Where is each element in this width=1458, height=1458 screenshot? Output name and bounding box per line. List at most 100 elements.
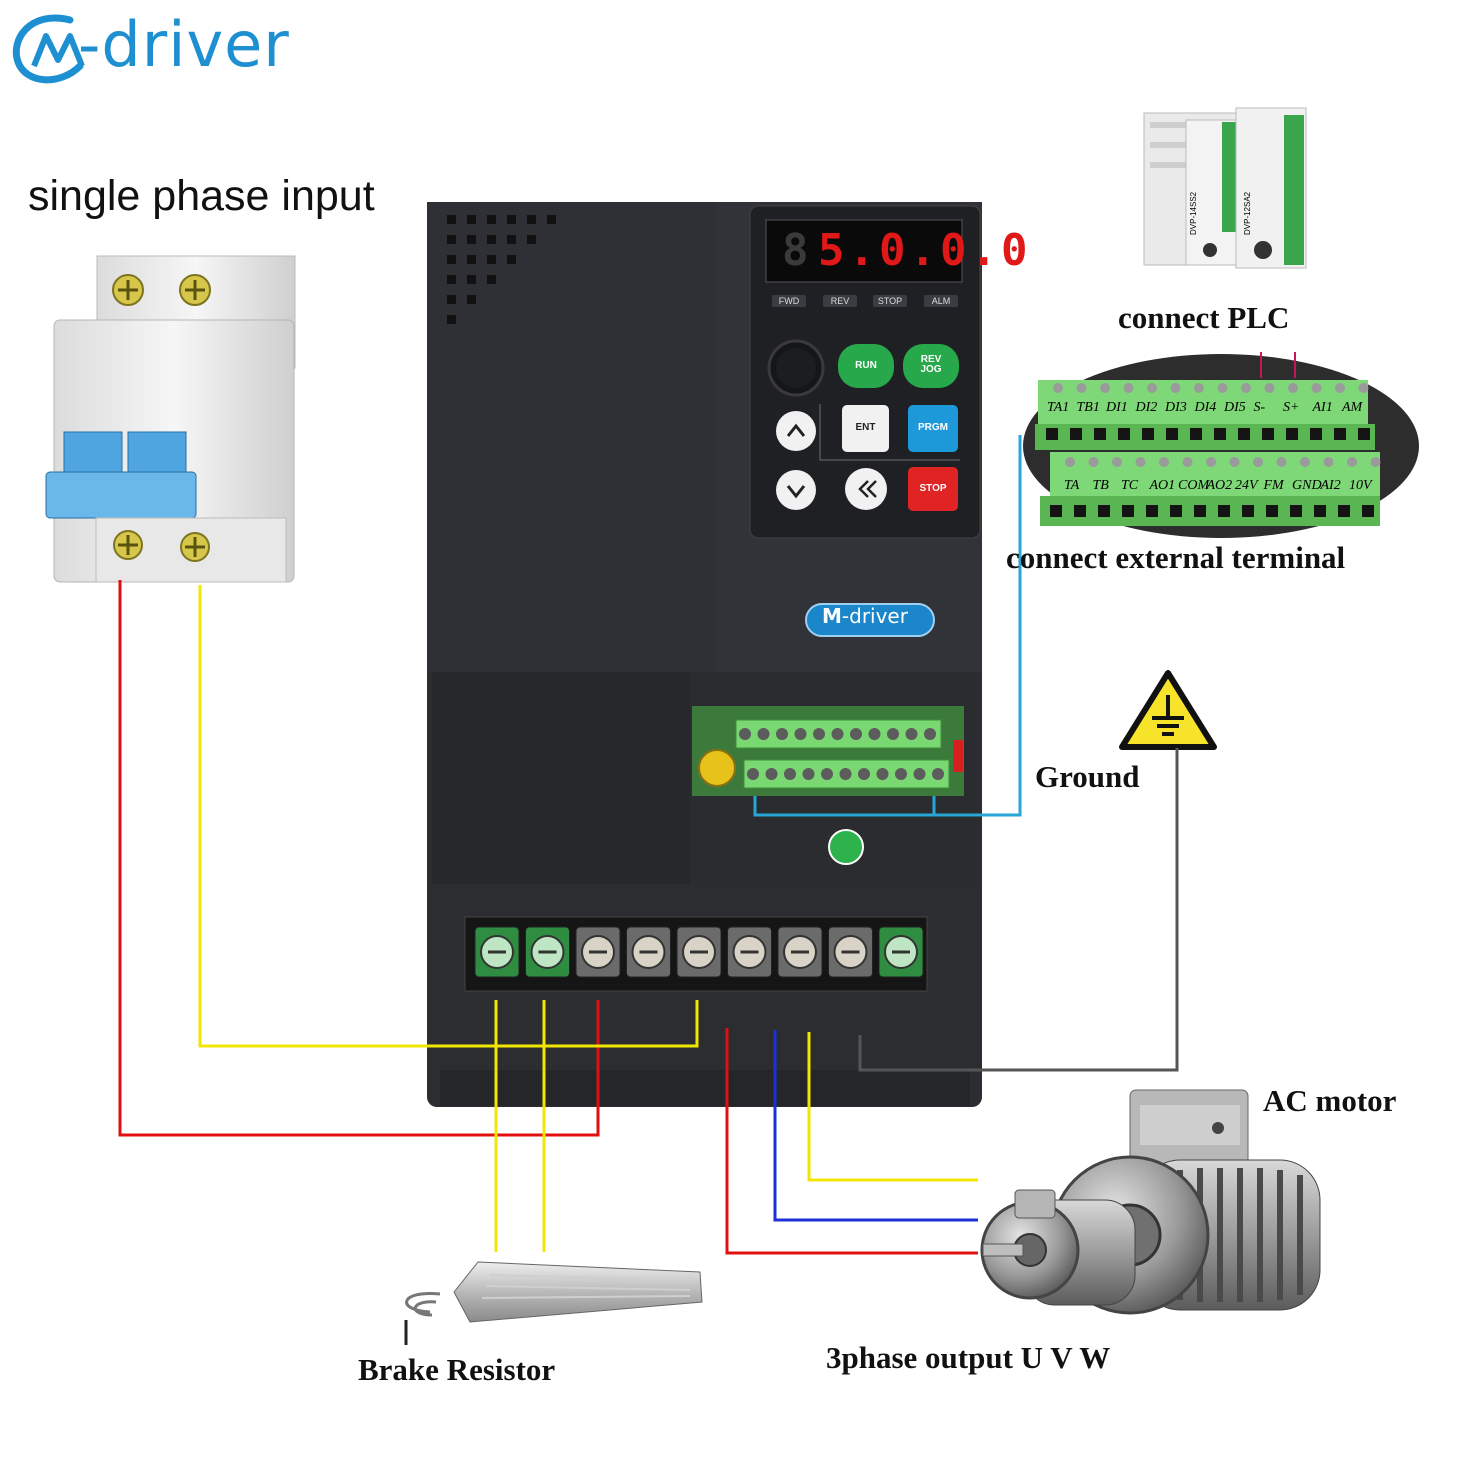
control-terminal-screw [831, 728, 844, 740]
shift-button[interactable] [845, 468, 887, 510]
terminal-label-top: DI5 [1223, 400, 1246, 415]
terminal-label-bottom: AO2 [1206, 478, 1233, 493]
power-terminal-screw [777, 926, 823, 978]
terminal-slot [1362, 505, 1374, 517]
control-terminal-screw [913, 768, 926, 780]
wires [118, 352, 1296, 1255]
terminal-screw [1264, 383, 1275, 393]
terminal-slot [1338, 505, 1350, 517]
terminal-label-bottom: AO1 [1149, 478, 1176, 493]
terminal-label-bottom: TB [1093, 478, 1110, 493]
led-rev: REV [830, 296, 850, 306]
control-terminal-screw [747, 768, 759, 780]
terminal-slot [1146, 505, 1158, 517]
control-terminal-screw [784, 768, 796, 780]
front-badge-text: M-driver [822, 604, 908, 628]
terminal-slot [1170, 505, 1182, 517]
stop-button-label: STOP [919, 483, 947, 494]
terminal-label-bottom: TA [1064, 478, 1080, 493]
terminal-label-bottom: COM [1178, 478, 1210, 493]
label-connect-plc: connect PLC [1118, 300, 1290, 335]
terminal-slot [1074, 505, 1086, 517]
ent-button-label: ENT [855, 422, 876, 433]
run-button[interactable] [838, 344, 894, 388]
control-terminal-screw [794, 728, 807, 740]
terminal-label-bottom: 10V [1349, 478, 1373, 493]
terminal-label-top: DI2 [1135, 400, 1158, 415]
front-badge [805, 603, 935, 637]
power-terminal-screw [676, 926, 722, 978]
terminal-slot [1358, 428, 1370, 440]
terminal-screw [1170, 383, 1181, 393]
terminal-slot [1194, 505, 1206, 517]
terminal-label-bottom: GND [1292, 478, 1322, 493]
label-ac-motor: AC motor [1263, 1083, 1397, 1118]
power-terminal-screw [474, 926, 520, 978]
control-terminal-screw [765, 768, 778, 780]
terminal-screw [1276, 457, 1287, 467]
terminal-screw [1088, 457, 1099, 467]
terminal-slot [1046, 428, 1058, 440]
terminal-screw [1323, 457, 1334, 467]
wire-w-yellow [807, 1032, 978, 1182]
display-lead-digit: 8 [782, 225, 813, 276]
terminal-screw [1253, 457, 1263, 467]
terminal-screw [1053, 383, 1063, 393]
terminal-label-top: DI1 [1105, 400, 1128, 415]
control-terminal-screw [858, 768, 870, 780]
stop-button[interactable] [908, 467, 958, 511]
terminal-slot [1310, 428, 1322, 440]
terminal-slot [1098, 505, 1110, 517]
wire-l-red [118, 580, 600, 1137]
terminal-label-top: DI4 [1194, 400, 1217, 415]
terminal-screw [1206, 457, 1216, 467]
run-button-label: RUN [855, 360, 877, 371]
power-terminal-screw [727, 926, 772, 978]
terminal-screw [1112, 457, 1122, 467]
up-button[interactable] [776, 411, 816, 451]
terminal-slot [1094, 428, 1106, 440]
terminal-slot [1190, 428, 1202, 440]
wire-n-yellow [198, 585, 699, 1048]
control-terminal-screw [924, 728, 936, 740]
vent-grille [447, 215, 556, 324]
ground-warning-sign [1119, 670, 1217, 750]
terminal-slot [1050, 505, 1062, 517]
brand-name: -driver [78, 8, 290, 81]
terminal-slot [1218, 505, 1230, 517]
terminal-slot [1334, 428, 1346, 440]
wire-rs485 [1260, 352, 1296, 378]
control-terminal-screw [821, 768, 833, 780]
ent-button[interactable] [842, 405, 889, 452]
terminal-screw [1300, 457, 1310, 467]
chevron-up-icon [786, 423, 806, 437]
power-terminal-screw [626, 926, 671, 978]
terminal-slot [1118, 428, 1130, 440]
control-terminal-screw [868, 728, 881, 740]
terminal-label-top: TB1 [1077, 400, 1100, 415]
terminal-screw [1288, 383, 1298, 393]
terminal-label-top: AM [1341, 400, 1364, 415]
ac-motor [980, 1089, 1321, 1315]
terminal-screw [1182, 457, 1193, 467]
led-fwd: FWD [778, 296, 800, 306]
control-terminal-screw [876, 768, 889, 780]
chevron-down-icon [786, 485, 806, 499]
circuit-breaker [45, 255, 296, 583]
terminal-label-top: S+ [1283, 400, 1299, 415]
terminal-screw [1065, 457, 1075, 467]
power-terminal-screw [575, 926, 621, 978]
terminal-label-top: DI3 [1164, 400, 1187, 415]
terminal-label-top: S- [1254, 400, 1266, 415]
rev-jog-button[interactable] [903, 344, 959, 388]
brand-logo-mark-icon [12, 14, 84, 84]
terminal-screw [1135, 457, 1146, 467]
prgm-button[interactable] [908, 405, 958, 452]
terminal-slot [1070, 428, 1082, 440]
control-terminal-screw [802, 768, 815, 780]
terminal-label-bottom: FM [1263, 478, 1286, 493]
label-connect-external-terminal: connect external terminal [1006, 540, 1346, 575]
down-button[interactable] [776, 470, 816, 510]
